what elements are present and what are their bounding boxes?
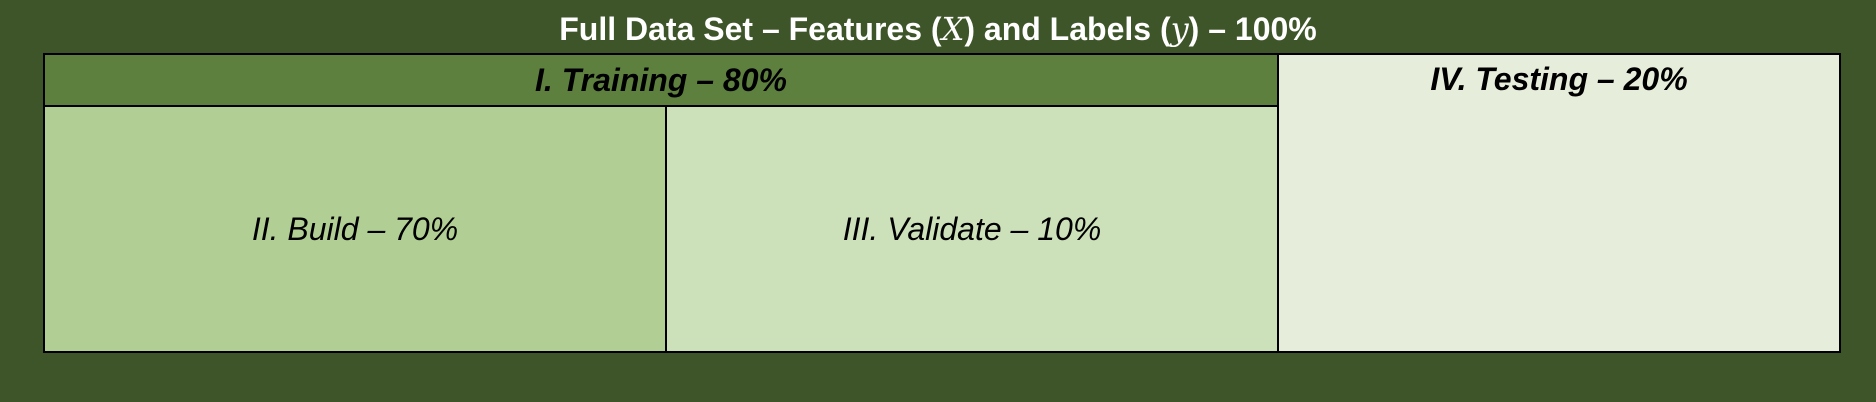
split-grid: I. Training – 80% II. Build – 70% III. V… — [43, 53, 1841, 353]
labels-symbol: y — [1170, 10, 1189, 48]
build-section: II. Build – 70% — [45, 107, 665, 351]
training-section: I. Training – 80% — [45, 55, 1277, 105]
features-symbol: X — [941, 10, 965, 48]
validate-label: III. Validate – 10% — [842, 210, 1102, 247]
title-suffix: ) – 100% — [1188, 11, 1317, 47]
testing-label: IV. Testing – 20% — [1430, 61, 1688, 97]
title-prefix: Full Data Set – Features ( — [559, 11, 942, 47]
title-middle: ) and Labels ( — [964, 11, 1171, 47]
diagram-title: Full Data Set – Features (X) and Labels … — [0, 6, 1876, 52]
training-label: I. Training – 80% — [535, 61, 787, 98]
validate-section: III. Validate – 10% — [667, 107, 1277, 351]
testing-section: IV. Testing – 20% — [1279, 55, 1839, 351]
build-label: II. Build – 70% — [251, 210, 459, 247]
